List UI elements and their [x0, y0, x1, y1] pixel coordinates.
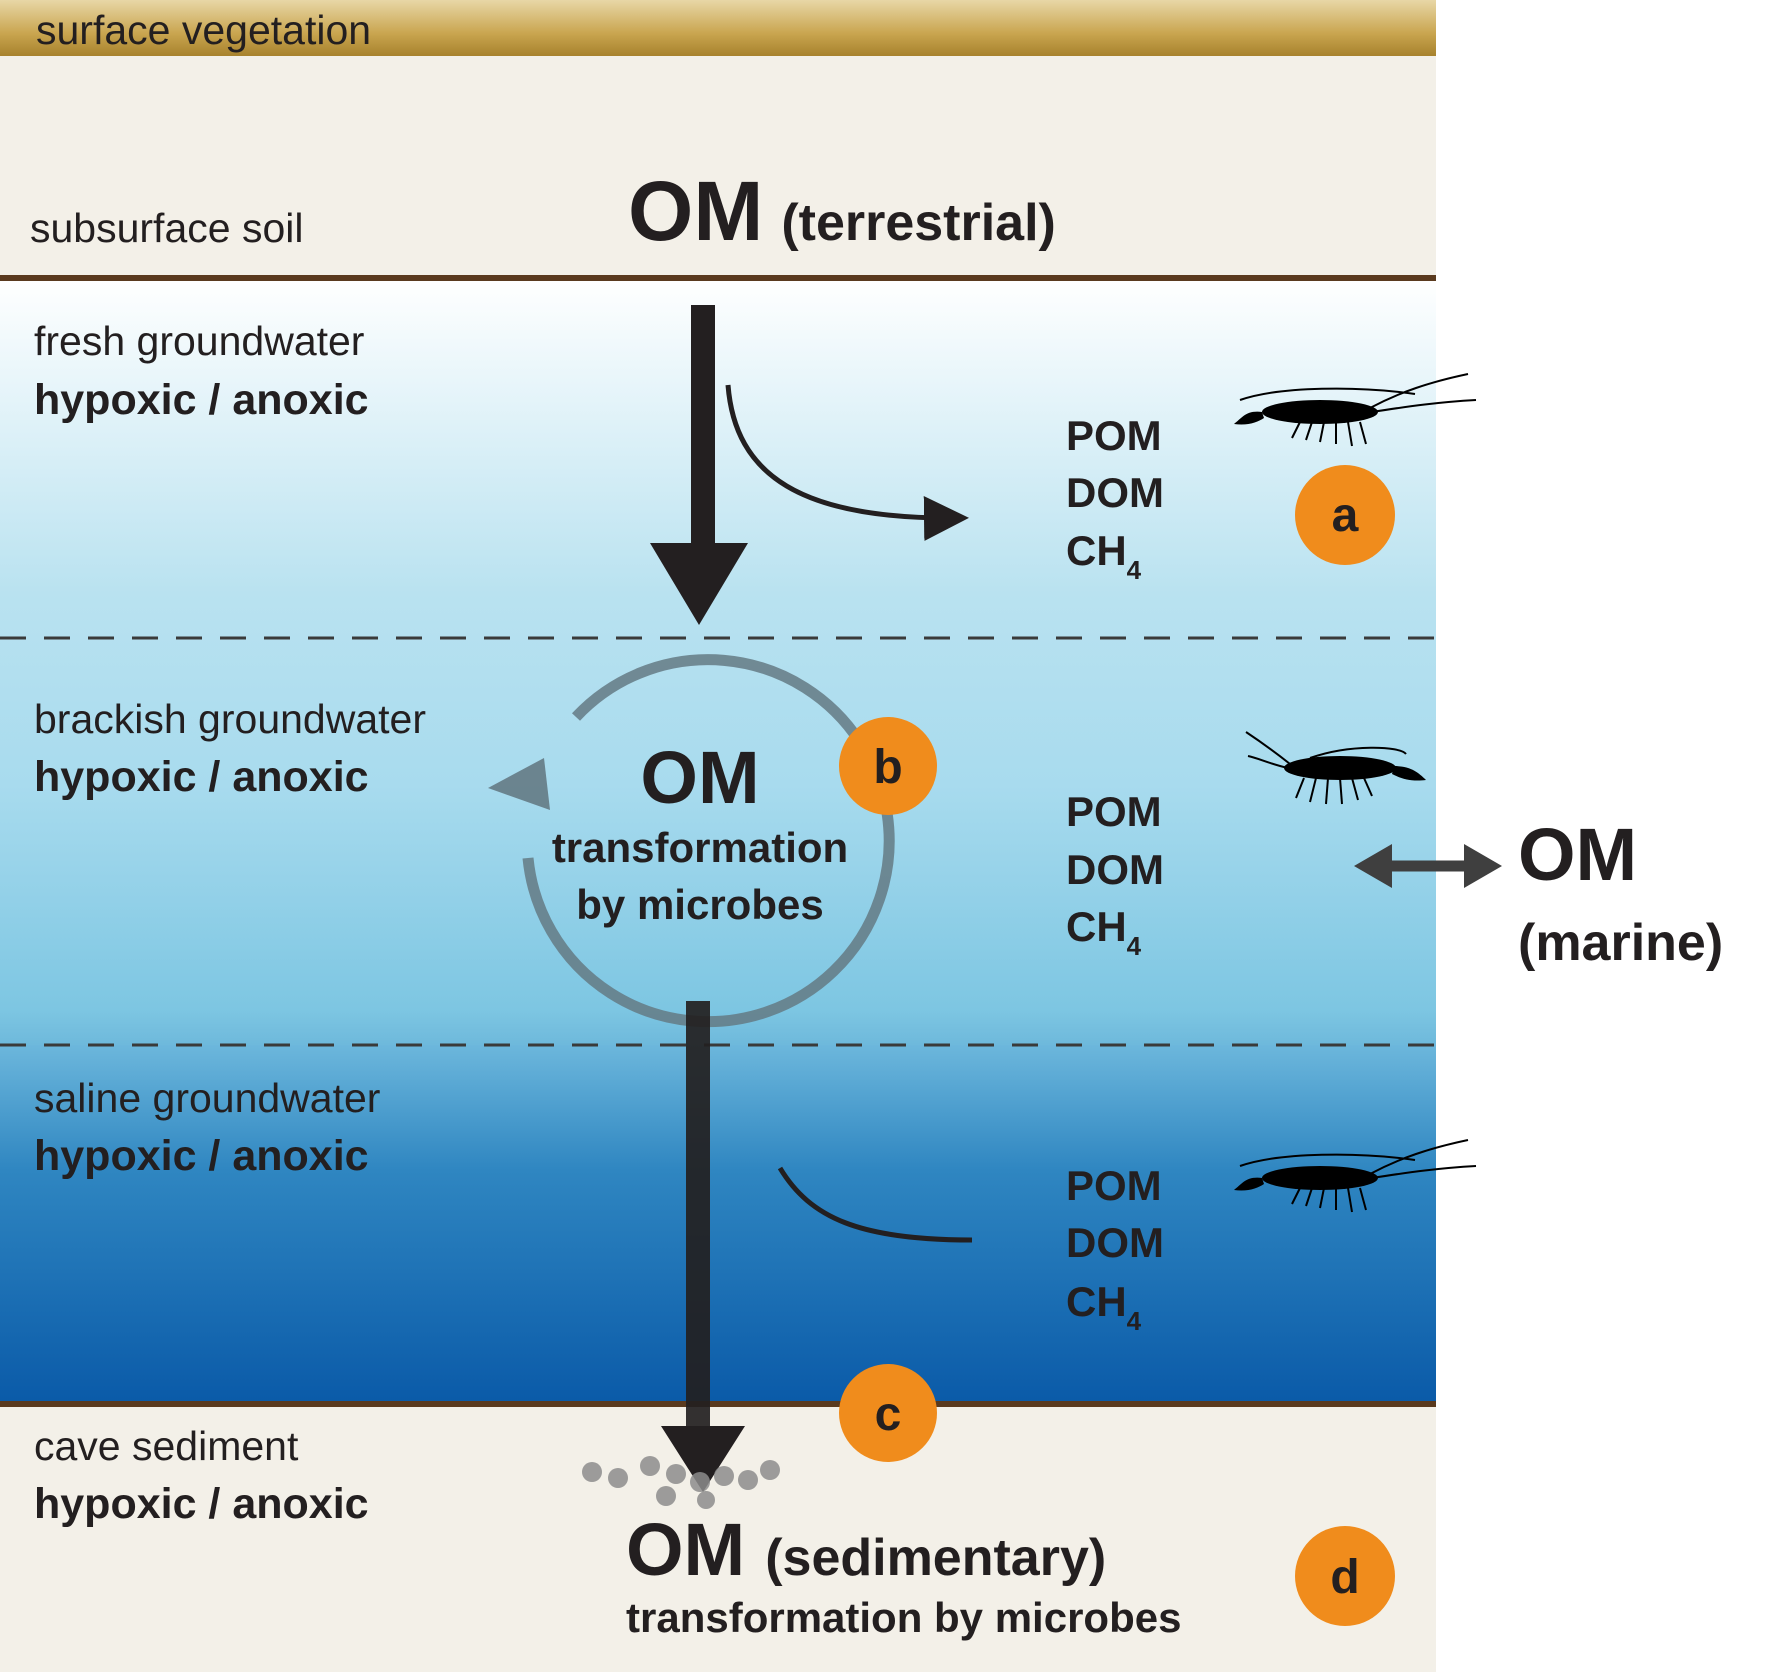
- surface-vegetation-band: [0, 0, 1436, 56]
- om-cycle-line1: transformation: [552, 824, 848, 871]
- om-marine-qualifier: (marine): [1518, 914, 1723, 972]
- sediment-particle: [697, 1491, 715, 1509]
- pool-brackish-ch4: CH4: [1066, 903, 1142, 961]
- fresh-groundwater-label: fresh groundwater: [34, 318, 364, 364]
- pool-brackish: POM DOM CH4: [1066, 788, 1164, 961]
- marine-exchange-head-right: [1464, 844, 1502, 888]
- saline-groundwater-label: saline groundwater: [34, 1075, 380, 1121]
- pool-fresh-ch: CH: [1066, 527, 1127, 574]
- om-terrestrial-qualifier: (terrestrial): [781, 194, 1056, 252]
- pool-saline-dom: DOM: [1066, 1219, 1164, 1266]
- om-terrestrial-title: OM (terrestrial): [628, 164, 1056, 258]
- fresh-condition-label: hypoxic / anoxic: [34, 376, 369, 424]
- badge-b-label: b: [873, 741, 902, 794]
- subsurface-soil-label: subsurface soil: [30, 205, 303, 251]
- om-sedimentary-qualifier: (sedimentary): [765, 1529, 1106, 1587]
- saline-flow-curve: [777, 1166, 973, 1243]
- sediment-particles: [582, 1456, 780, 1509]
- pool-saline: POM DOM CH4: [1066, 1162, 1164, 1336]
- down-arrow-lower-head: [661, 1426, 745, 1492]
- badge-a: a: [1295, 465, 1395, 565]
- brackish-condition-label: hypoxic / anoxic: [34, 753, 369, 801]
- saline-condition-label: hypoxic / anoxic: [34, 1132, 369, 1180]
- branch-arrow-fresh: [725, 384, 969, 541]
- sediment-particle: [690, 1472, 710, 1492]
- badge-b: b: [839, 717, 937, 815]
- sediment-particle: [656, 1486, 676, 1506]
- sediment-particle: [582, 1462, 602, 1482]
- sediment-particle: [640, 1456, 660, 1476]
- om-sedimentary-title: OM (sedimentary): [626, 1508, 1106, 1591]
- pool-saline-pom: POM: [1066, 1162, 1162, 1209]
- marine-exchange-arrow: [1354, 844, 1502, 888]
- microbial-cycle-arrowhead: [488, 758, 550, 810]
- badge-c-label: c: [875, 1388, 902, 1441]
- pool-brackish-pom: POM: [1066, 788, 1162, 835]
- pool-brackish-ch: CH: [1066, 903, 1127, 950]
- sediment-particle: [666, 1464, 686, 1484]
- shrimp-icon: [1245, 731, 1426, 805]
- pool-saline-ch: CH: [1066, 1278, 1127, 1325]
- om-marine-main: OM: [1518, 813, 1637, 896]
- saline-groundwater-layer: [0, 1045, 1436, 1404]
- sediment-particle: [714, 1466, 734, 1486]
- om-sedimentary-main: OM: [626, 1508, 745, 1591]
- brackish-groundwater-label: brackish groundwater: [34, 696, 426, 742]
- pool-saline-ch4: CH4: [1066, 1278, 1142, 1336]
- shrimp-icon: [1234, 1139, 1477, 1213]
- surface-vegetation-label: surface vegetation: [36, 7, 371, 53]
- down-arrow-upper-head: [650, 543, 748, 625]
- sediment-condition-label: hypoxic / anoxic: [34, 1480, 369, 1528]
- sediment-particle: [738, 1470, 758, 1490]
- badge-a-label: a: [1332, 489, 1359, 542]
- down-arrow-upper-shaft: [691, 305, 715, 545]
- microbial-cycle-ring: [522, 654, 895, 1028]
- down-arrow-lower-shaft: [686, 1001, 710, 1431]
- pool-brackish-dom: DOM: [1066, 846, 1164, 893]
- om-cycle-main: OM: [640, 736, 759, 819]
- pool-fresh: POM DOM CH4: [1066, 412, 1164, 585]
- badge-d: d: [1295, 1526, 1395, 1626]
- pool-fresh-ch4: CH4: [1066, 527, 1142, 585]
- sediment-particle: [760, 1460, 780, 1480]
- pool-fresh-subscript: 4: [1127, 555, 1142, 585]
- pool-fresh-dom: DOM: [1066, 469, 1164, 516]
- om-cycle-line2: by microbes: [576, 881, 823, 928]
- subsurface-soil-layer: [0, 56, 1436, 278]
- cave-sediment-label: cave sediment: [34, 1423, 299, 1469]
- badge-d-label: d: [1330, 1551, 1359, 1604]
- pool-fresh-pom: POM: [1066, 412, 1162, 459]
- marine-exchange-head-left: [1354, 844, 1392, 888]
- om-terrestrial-main: OM: [628, 164, 763, 258]
- badge-c: c: [839, 1364, 937, 1462]
- shrimp-icon: [1234, 373, 1477, 447]
- pool-saline-subscript: 4: [1127, 1306, 1142, 1336]
- pool-brackish-subscript: 4: [1127, 931, 1142, 961]
- sediment-particle: [608, 1468, 628, 1488]
- om-sedimentary-line2: transformation by microbes: [626, 1594, 1181, 1641]
